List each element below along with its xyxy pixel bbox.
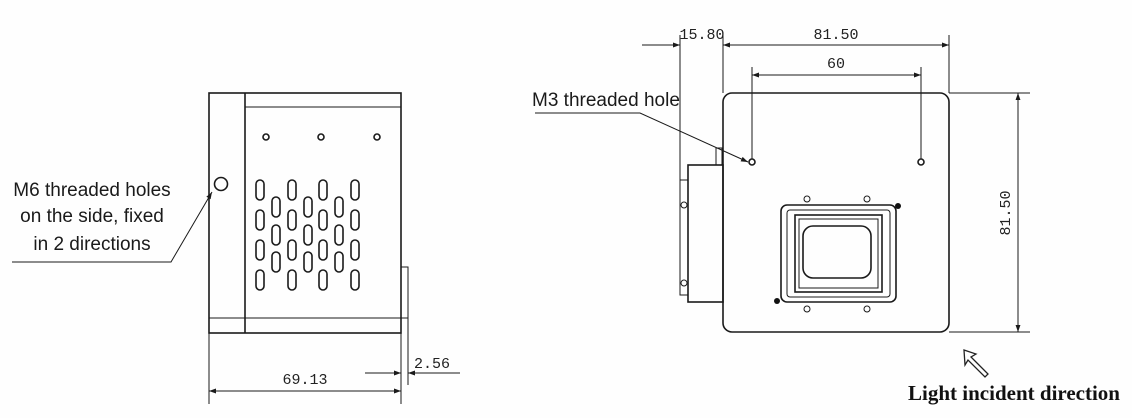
ventilation-slot bbox=[303, 224, 313, 246]
connector-offset-dimension: 15.80 bbox=[679, 27, 724, 44]
ventilation-slot bbox=[255, 209, 265, 231]
ventilation-slot bbox=[271, 224, 281, 246]
m6-leader-line bbox=[12, 191, 213, 263]
side-view: M6 threaded holes on the side, fixed in … bbox=[12, 92, 460, 404]
ventilation-slot bbox=[255, 239, 265, 261]
side-body-outline bbox=[208, 92, 402, 334]
ventilation-slot bbox=[287, 239, 297, 261]
ventilation-slot bbox=[318, 179, 328, 201]
side-connector bbox=[687, 164, 724, 303]
sensor-window bbox=[774, 195, 901, 313]
ventilation-slot bbox=[318, 239, 328, 261]
m6-callout-line-3: in 2 directions bbox=[33, 234, 150, 255]
ventilation-slot bbox=[271, 251, 281, 273]
ventilation-slot bbox=[334, 251, 344, 273]
arrow-up-left-outline-icon bbox=[963, 349, 989, 378]
front-height-dimension: 81.50 bbox=[998, 190, 1015, 235]
ventilation-slot bbox=[303, 196, 313, 218]
ventilation-slot bbox=[350, 239, 360, 261]
ventilation-slot bbox=[334, 196, 344, 218]
ventilation-slot bbox=[303, 251, 313, 273]
ventilation-slot bbox=[255, 179, 265, 201]
m6-callout-line-2: on the side, fixed bbox=[20, 206, 164, 227]
front-body-outline bbox=[722, 92, 950, 333]
light-incident-direction-label: Light incident direction bbox=[908, 381, 1120, 405]
m6-callout-line-1: M6 threaded holes bbox=[13, 180, 170, 201]
ventilation-slot bbox=[350, 269, 360, 291]
m3-threaded-hole bbox=[917, 158, 925, 166]
ventilation-slot bbox=[271, 196, 281, 218]
ventilation-slot bbox=[287, 179, 297, 201]
hole-spacing-dimension: 60 bbox=[827, 56, 845, 73]
sensor-lens bbox=[802, 225, 872, 279]
ventilation-slot bbox=[350, 209, 360, 231]
m3-threaded-hole bbox=[748, 158, 756, 166]
ventilation-slot bbox=[318, 269, 328, 291]
m6-threaded-hole bbox=[213, 176, 229, 192]
side-flange bbox=[401, 266, 409, 385]
ventilation-slots bbox=[255, 179, 360, 291]
m3-callout: M3 threaded hole bbox=[532, 90, 680, 111]
front-width-dimension: 81.50 bbox=[813, 27, 858, 44]
ventilation-slot bbox=[350, 179, 360, 201]
width-dimension: 69.13 bbox=[282, 372, 327, 389]
flange-offset-dimension: 2.56 bbox=[414, 356, 450, 373]
front-view: M3 threaded hole 15.80 81.50 60 81.50 bbox=[532, 27, 1030, 333]
m3-leader-line bbox=[535, 112, 749, 163]
top-holes bbox=[262, 133, 381, 141]
ventilation-slot bbox=[255, 269, 265, 291]
ventilation-slot bbox=[318, 209, 328, 231]
ventilation-slot bbox=[287, 269, 297, 291]
ventilation-slot bbox=[334, 224, 344, 246]
ventilation-slot bbox=[287, 209, 297, 231]
